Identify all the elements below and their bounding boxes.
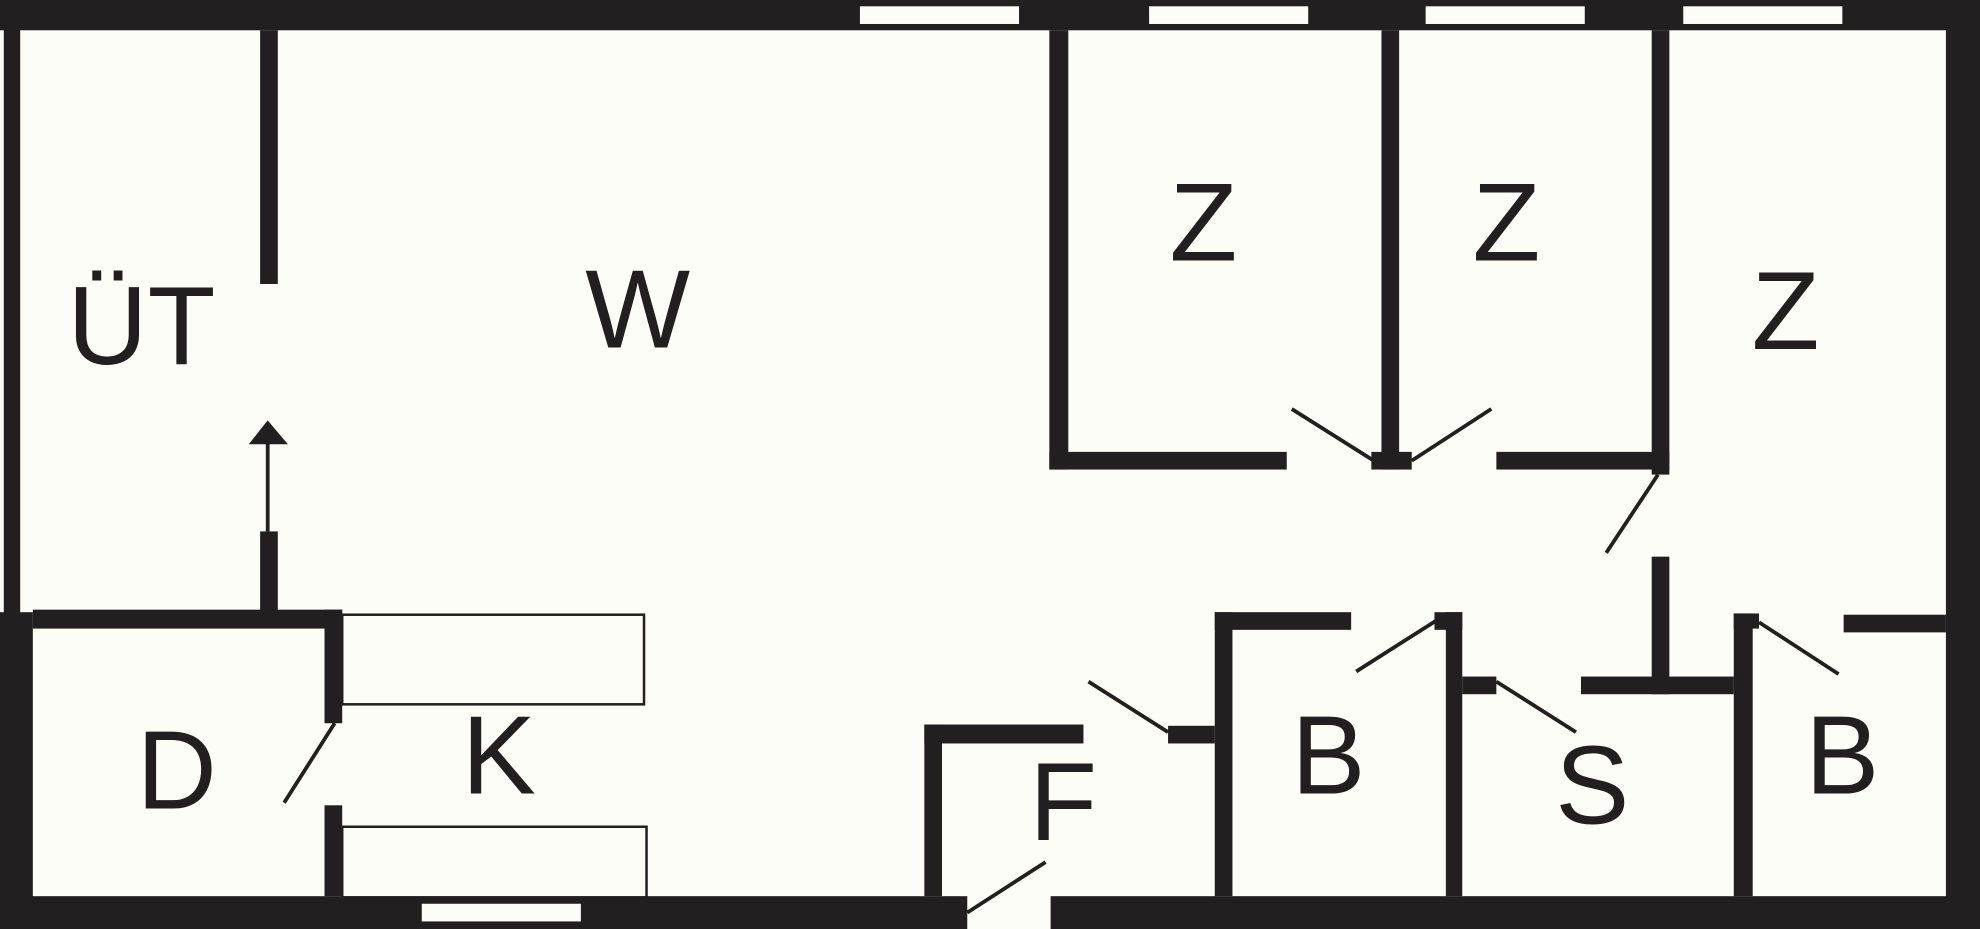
interior-walls (32, 30, 1946, 897)
room-label-f: F (1029, 739, 1097, 864)
door-swing (1410, 407, 1493, 463)
entrance-arrow-icon (248, 420, 288, 532)
room-label-z2: Z (1473, 160, 1541, 285)
door-swing (282, 722, 337, 804)
window (1425, 6, 1585, 24)
room-label-b2: B (1805, 692, 1879, 817)
window (859, 6, 1020, 24)
window (1683, 6, 1843, 24)
room-label-w: W (585, 247, 690, 372)
room-label-b1: B (1291, 692, 1365, 817)
room-label-k: K (462, 692, 536, 817)
door-swing (1087, 680, 1170, 734)
room-label-z1: Z (1169, 160, 1237, 285)
room-label-z3: Z (1752, 248, 1820, 373)
window (1149, 6, 1309, 24)
counter (340, 825, 648, 899)
door-swing (966, 860, 1047, 915)
room-label-d: D (137, 707, 217, 832)
door-swing (1355, 616, 1441, 674)
counter (340, 613, 646, 706)
door-swing (1495, 680, 1577, 734)
room-label-ut: ÜT (67, 263, 215, 388)
door-swing (1604, 473, 1660, 554)
doors (282, 407, 1840, 915)
window (421, 903, 581, 922)
windows (421, 6, 1843, 922)
door-swing (1290, 407, 1375, 463)
room-label-s: S (1555, 723, 1629, 848)
room-labels: ÜT W Z Z Z D K F B S B (67, 160, 1879, 864)
kitchen-counters (340, 613, 648, 899)
door-swing (1757, 620, 1840, 676)
